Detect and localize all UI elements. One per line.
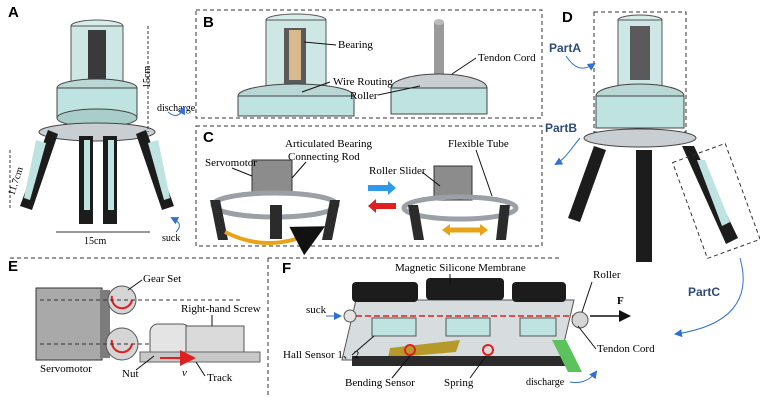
suck-label-a: suck — [162, 233, 180, 244]
nut-leader — [135, 355, 155, 371]
spring-label: Spring — [444, 377, 474, 389]
part-a-box — [593, 11, 687, 133]
panel-c: C Servomotor Articulated Bea — [195, 125, 543, 256]
tendon-cord-leader-b — [451, 57, 477, 75]
right-hand-screw-label: Right-hand Screw — [181, 303, 261, 315]
panel-b-letter: B — [203, 14, 214, 31]
mechanism-right-illustration — [401, 165, 519, 240]
panel-d-letter: D — [562, 9, 573, 26]
roller-slider-label: Roller Slider — [369, 165, 426, 177]
suck-label-f: suck — [306, 304, 327, 316]
bearing-leader — [303, 41, 337, 46]
discharge-arrow-f — [569, 370, 598, 383]
force-label: F — [617, 295, 624, 307]
part-a-arrow — [565, 55, 596, 71]
gripper-d-illustration — [568, 14, 738, 262]
servomotor-label-c: Servomotor — [205, 157, 257, 169]
panel-b-frame — [195, 9, 543, 119]
wire-routing-leader — [301, 81, 331, 93]
roller-label-b: Roller — [350, 90, 378, 102]
panel-a-letter: A — [8, 4, 19, 21]
articulated-bearing-label: Articulated Bearing — [285, 138, 373, 150]
height-dimension-label: 15cm — [142, 66, 153, 88]
bending-sensor-leader — [391, 355, 411, 379]
connecting-rod-label: Connecting Rod — [288, 151, 360, 163]
suck-arrow-a — [170, 217, 180, 233]
panel-f: F Magnetic Silicone Membrane Roller suck… — [282, 260, 655, 389]
hall-sensor-label: Hall Sensor 1、2 — [283, 349, 359, 361]
panel-e-letter: E — [8, 258, 18, 275]
panel-f-letter: F — [282, 260, 291, 277]
wire-routing-label: Wire Routing — [333, 76, 393, 88]
servomotor-leader-c — [231, 167, 253, 177]
spring-leader — [469, 355, 487, 379]
articulated-leader — [291, 161, 307, 179]
panel-c-letter: C — [203, 129, 214, 146]
discharge-label-a: discharge — [157, 103, 196, 114]
gripper-a-illustration — [20, 19, 174, 224]
bearing-label: Bearing — [338, 39, 373, 51]
tendon-cord-label-b: Tendon Cord — [478, 52, 536, 64]
part-a-label: PartA — [549, 41, 581, 55]
panel-d: D PartA PartB PartC — [545, 9, 760, 338]
direction-arrows — [368, 181, 396, 213]
roller-slider-leader — [421, 171, 441, 187]
panel-a: A 15cm 11.7cm 15cm — [6, 4, 195, 247]
side-dimension-label: 11.7cm — [6, 165, 26, 197]
panel-b: B Bearing Tendon Cord Wire Routing Rolle… — [195, 9, 543, 119]
roller-leader-b — [377, 85, 421, 96]
part-b-arrow — [554, 137, 581, 166]
panel-e: E Gear Set Right-hand Screw Servomotor N… — [8, 258, 261, 384]
drive-mechanism-illustration — [35, 285, 261, 366]
roller-leader-f — [581, 281, 593, 313]
bending-sensor-label: Bending Sensor — [345, 377, 415, 389]
gear-set-label: Gear Set — [143, 273, 181, 285]
discharge-label-f: discharge — [526, 377, 565, 388]
part-c-box — [671, 142, 760, 260]
part-c-label: PartC — [688, 285, 720, 299]
track-label: Track — [207, 372, 233, 384]
width-dimension-label: 15cm — [84, 236, 106, 247]
discharge-arrow-a — [167, 106, 185, 116]
mechanism-left-illustration — [210, 159, 340, 256]
finger-cross-section-illustration — [341, 278, 589, 372]
part-b-label: PartB — [545, 121, 577, 135]
hall-sensor-leader — [351, 335, 375, 356]
gear-set-leader — [127, 279, 143, 291]
roller-label-f: Roller — [593, 269, 621, 281]
part-c-arrow — [674, 257, 744, 338]
velocity-label: v — [182, 367, 187, 379]
tendon-cord-label-f: Tendon Cord — [597, 343, 655, 355]
nut-label: Nut — [122, 368, 139, 380]
tendon-closeup-illustration — [390, 19, 488, 115]
panel-c-frame — [195, 125, 543, 247]
bearing-closeup-illustration — [237, 13, 355, 117]
flexible-tube-label: Flexible Tube — [448, 138, 509, 150]
flexible-tube-leader — [475, 149, 493, 197]
tendon-cord-leader-f — [577, 325, 597, 350]
membrane-label: Magnetic Silicone Membrane — [395, 262, 526, 274]
servomotor-label-e: Servomotor — [40, 363, 92, 375]
track-leader — [195, 361, 206, 377]
